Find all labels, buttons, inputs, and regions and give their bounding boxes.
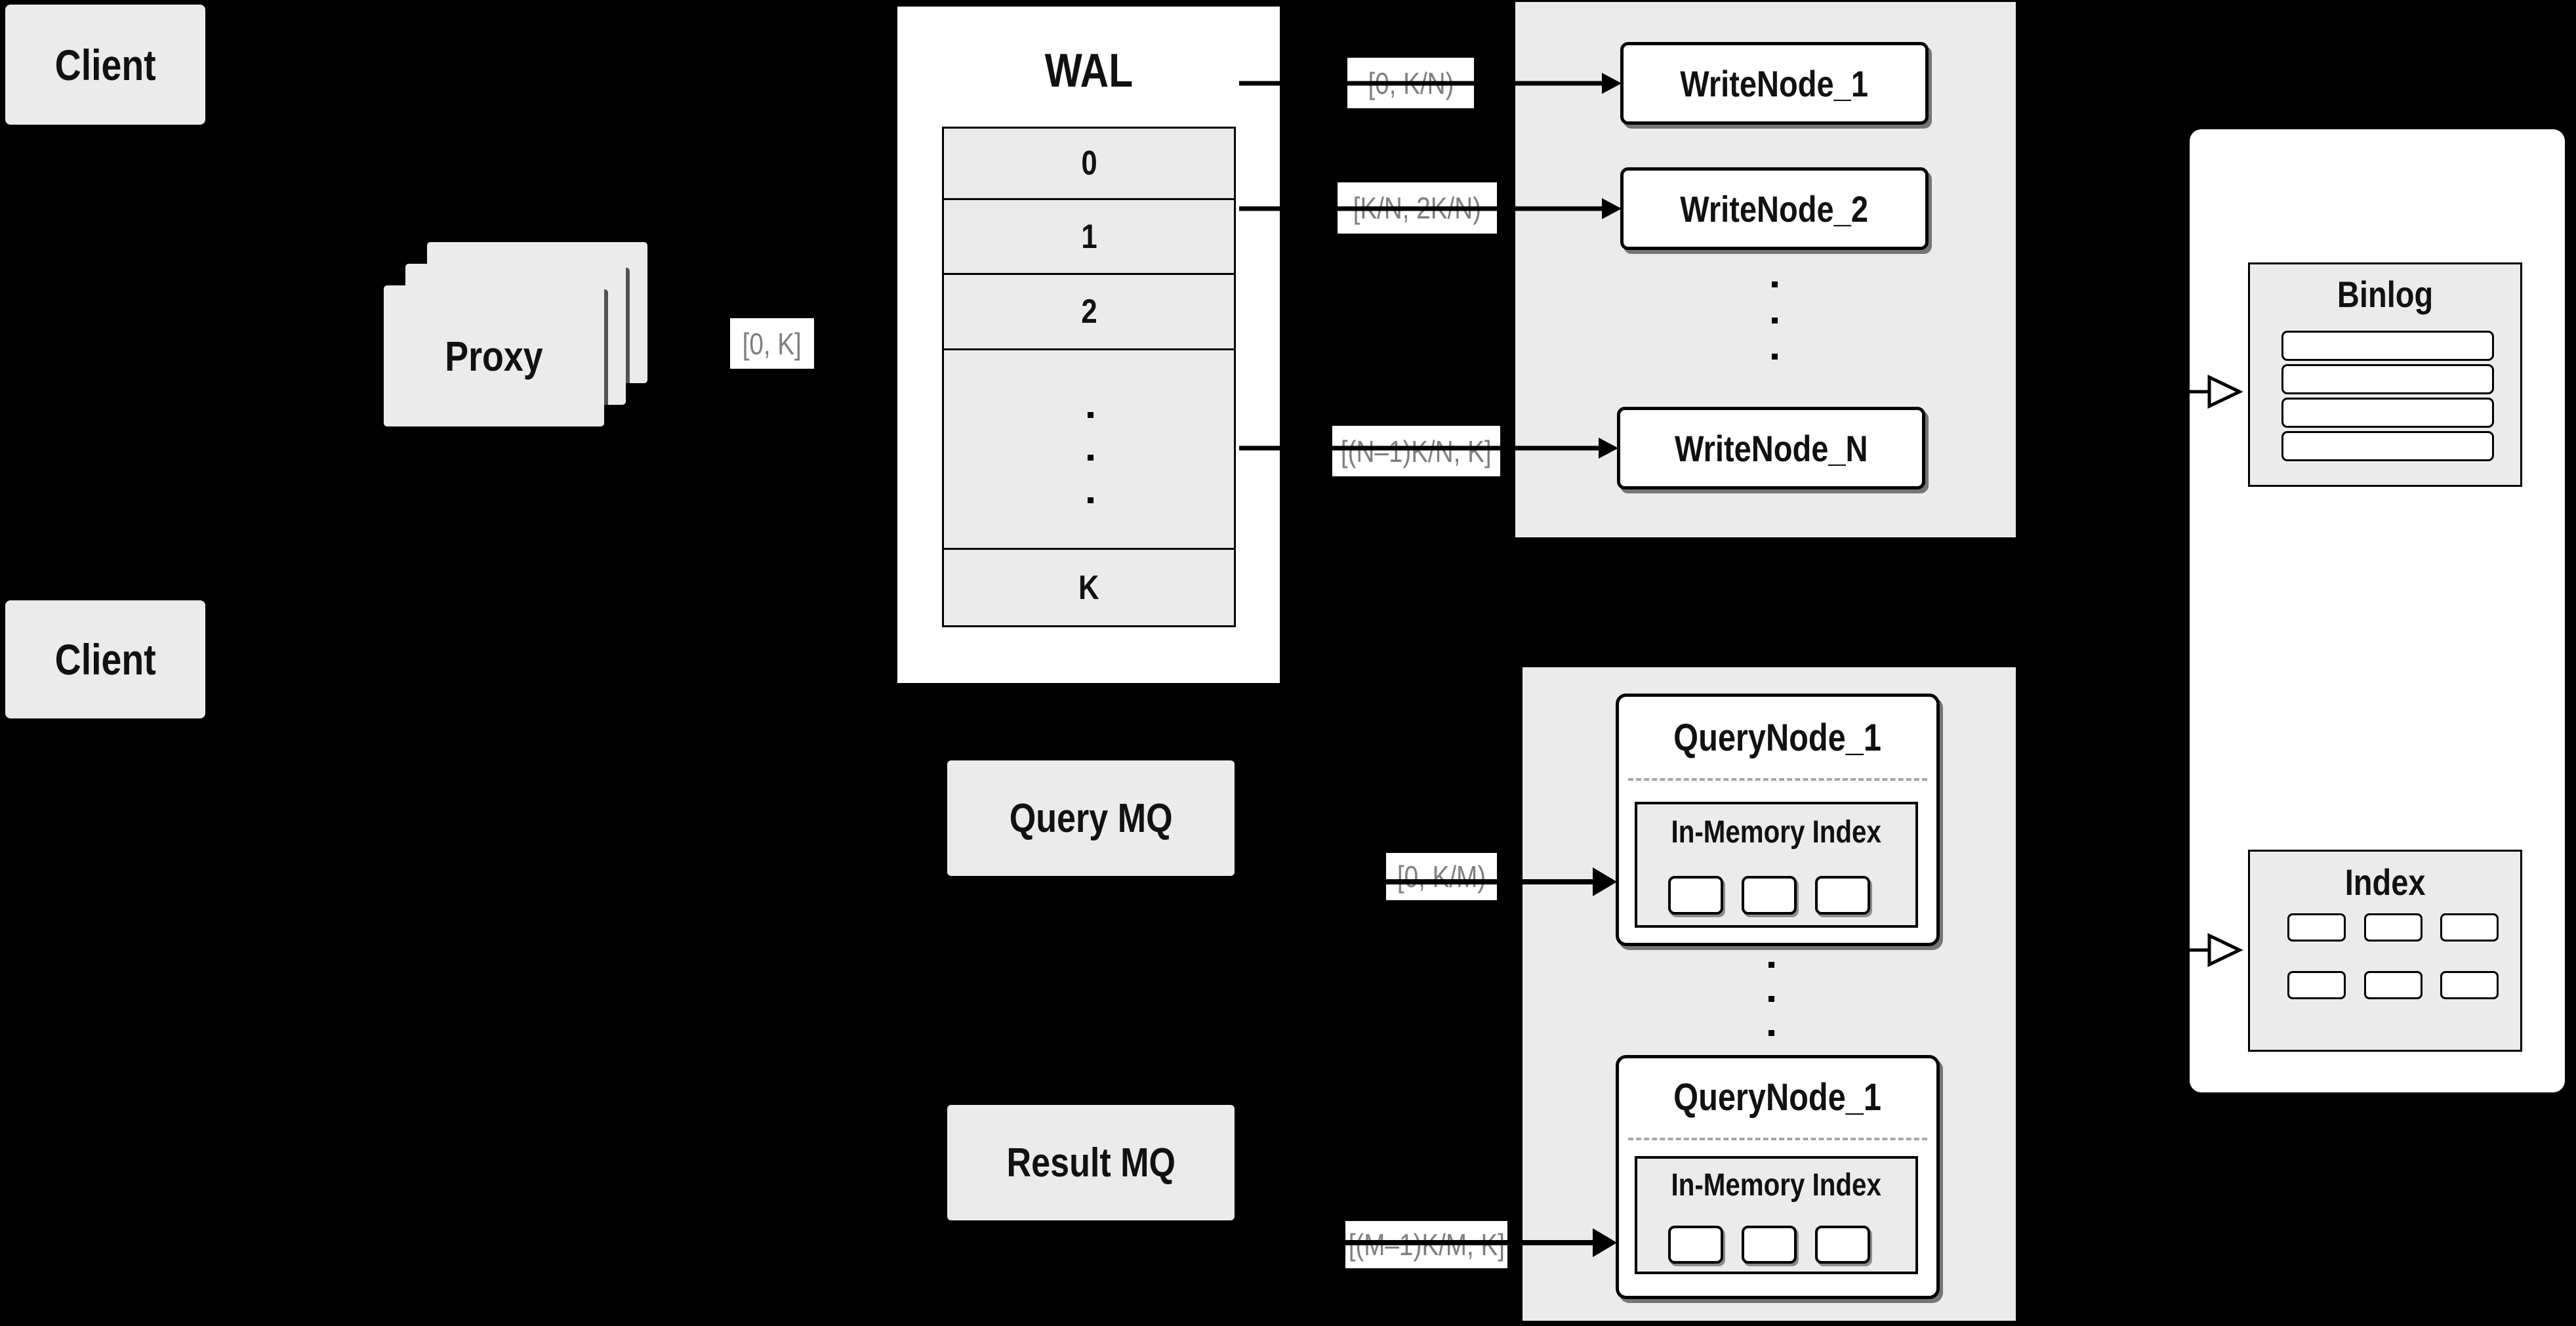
- in-memory-index-box-bottom: In-Memory Index: [1635, 1156, 1918, 1274]
- in-memory-index-box-top: In-Memory Index: [1635, 802, 1918, 928]
- memory-segment-cell: [1815, 1226, 1870, 1264]
- wal-row-2: 2: [942, 273, 1236, 350]
- proxy-label: Proxy: [445, 332, 543, 380]
- index-cell: [2287, 913, 2346, 942]
- vertical-ellipsis-icon: [1088, 412, 1094, 503]
- index-cell: [2287, 971, 2346, 999]
- query-node-bottom-title: QueryNode_1: [1673, 1076, 1882, 1119]
- range-label-write-2: [K/N, 2K/N): [1338, 182, 1497, 234]
- store-engine-panel: Store Engine Binlog Index: [2190, 129, 2565, 1092]
- binlog-row: [2281, 431, 2494, 461]
- query-node-divider: [1628, 778, 1927, 781]
- index-box: Index: [2248, 850, 2522, 1052]
- write-node-1: WriteNode_1: [1620, 42, 1929, 125]
- write-ellipsis-icon: [1772, 281, 1778, 360]
- range-label-proxy: [0, K]: [730, 318, 814, 369]
- query-node-top: QueryNode_1 In-Memory Index: [1616, 694, 1940, 946]
- query-ellipsis-icon: [1768, 962, 1774, 1036]
- client-top-label: Client: [54, 40, 156, 89]
- client-bottom-label: Client: [54, 635, 156, 684]
- query-node-bottom: QueryNode_1 In-Memory Index: [1616, 1055, 1940, 1299]
- binlog-box: Binlog: [2248, 262, 2522, 487]
- range-label-query-1: [0, K/M): [1386, 853, 1497, 900]
- client-box-bottom: Client: [5, 600, 205, 718]
- index-title: Index: [2344, 861, 2426, 903]
- wal-panel: WAL 0 1 2 K: [897, 7, 1280, 683]
- wal-title: WAL: [1044, 45, 1133, 97]
- wal-row-0: 0: [942, 127, 1236, 200]
- query-mq-label: Query MQ: [1009, 795, 1173, 841]
- query-mq-box: Query MQ: [947, 760, 1235, 876]
- client-box-top: Client: [5, 5, 205, 125]
- result-mq-box: Result MQ: [947, 1105, 1235, 1220]
- write-node-2: WriteNode_2: [1620, 167, 1929, 250]
- result-mq-label: Result MQ: [1006, 1140, 1176, 1186]
- in-memory-index-title: In-Memory Index: [1671, 814, 1882, 850]
- memory-segment-cell: [1668, 876, 1723, 915]
- query-node-top-title: QueryNode_1: [1673, 716, 1882, 759]
- binlog-row: [2281, 364, 2494, 394]
- range-label-write-1: [0, K/N): [1347, 58, 1474, 108]
- memory-segment-cell: [1742, 876, 1797, 915]
- write-node-n: WriteNode_N: [1617, 407, 1925, 489]
- index-cell: [2364, 913, 2423, 942]
- memory-segment-cell: [1815, 876, 1870, 915]
- range-label-proxy-text: [0, K]: [742, 326, 802, 361]
- wal-row-ellipsis: [942, 348, 1236, 550]
- range-label-write-n: [(N–1)K/N, K]: [1332, 426, 1500, 476]
- range-label-query-m: [(M–1)K/M, K]: [1345, 1221, 1507, 1268]
- wal-row-1: 1: [942, 198, 1236, 275]
- index-cell: [2440, 971, 2499, 999]
- binlog-row: [2281, 331, 2494, 361]
- binlog-row: [2281, 398, 2494, 428]
- proxy-stack: Proxy: [384, 242, 659, 432]
- index-cell: [2440, 913, 2499, 942]
- memory-segment-cell: [1742, 1226, 1797, 1264]
- wal-row-k: K: [942, 548, 1236, 627]
- binlog-title: Binlog: [2337, 273, 2434, 315]
- proxy-box-front: Proxy: [384, 285, 604, 426]
- query-node-divider: [1628, 1138, 1927, 1140]
- memory-segment-cell: [1668, 1226, 1723, 1264]
- in-memory-index-title: In-Memory Index: [1671, 1167, 1882, 1203]
- index-cell: [2364, 971, 2423, 999]
